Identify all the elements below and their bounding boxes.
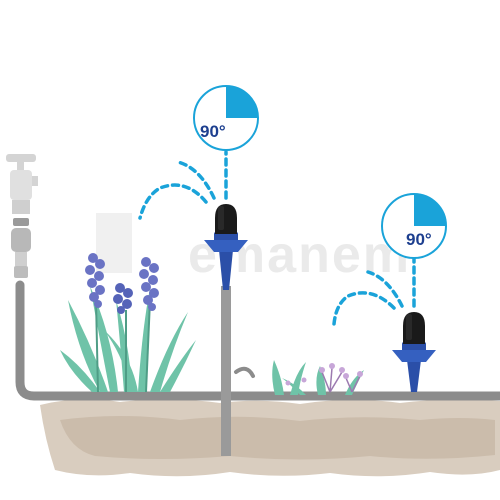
faucet <box>6 154 38 278</box>
spray-pattern-left <box>138 150 228 220</box>
sprinkler-right <box>392 312 436 392</box>
angle-badge-left: 90° <box>193 85 259 151</box>
flower-spike-1 <box>85 253 105 308</box>
flower-spike-2 <box>113 283 133 314</box>
spray-pattern-right <box>332 256 416 326</box>
soil-ground <box>40 399 500 477</box>
plant-cluster-left <box>60 253 196 393</box>
flower-spike-3 <box>139 257 159 311</box>
sprinkler-left <box>204 204 248 456</box>
angle-label-right: 90° <box>406 230 432 249</box>
angle-label-left: 90° <box>200 122 226 141</box>
plant-cluster-right <box>272 360 364 395</box>
angle-badge-right: 90° <box>381 193 447 259</box>
main-pipe <box>15 280 500 401</box>
